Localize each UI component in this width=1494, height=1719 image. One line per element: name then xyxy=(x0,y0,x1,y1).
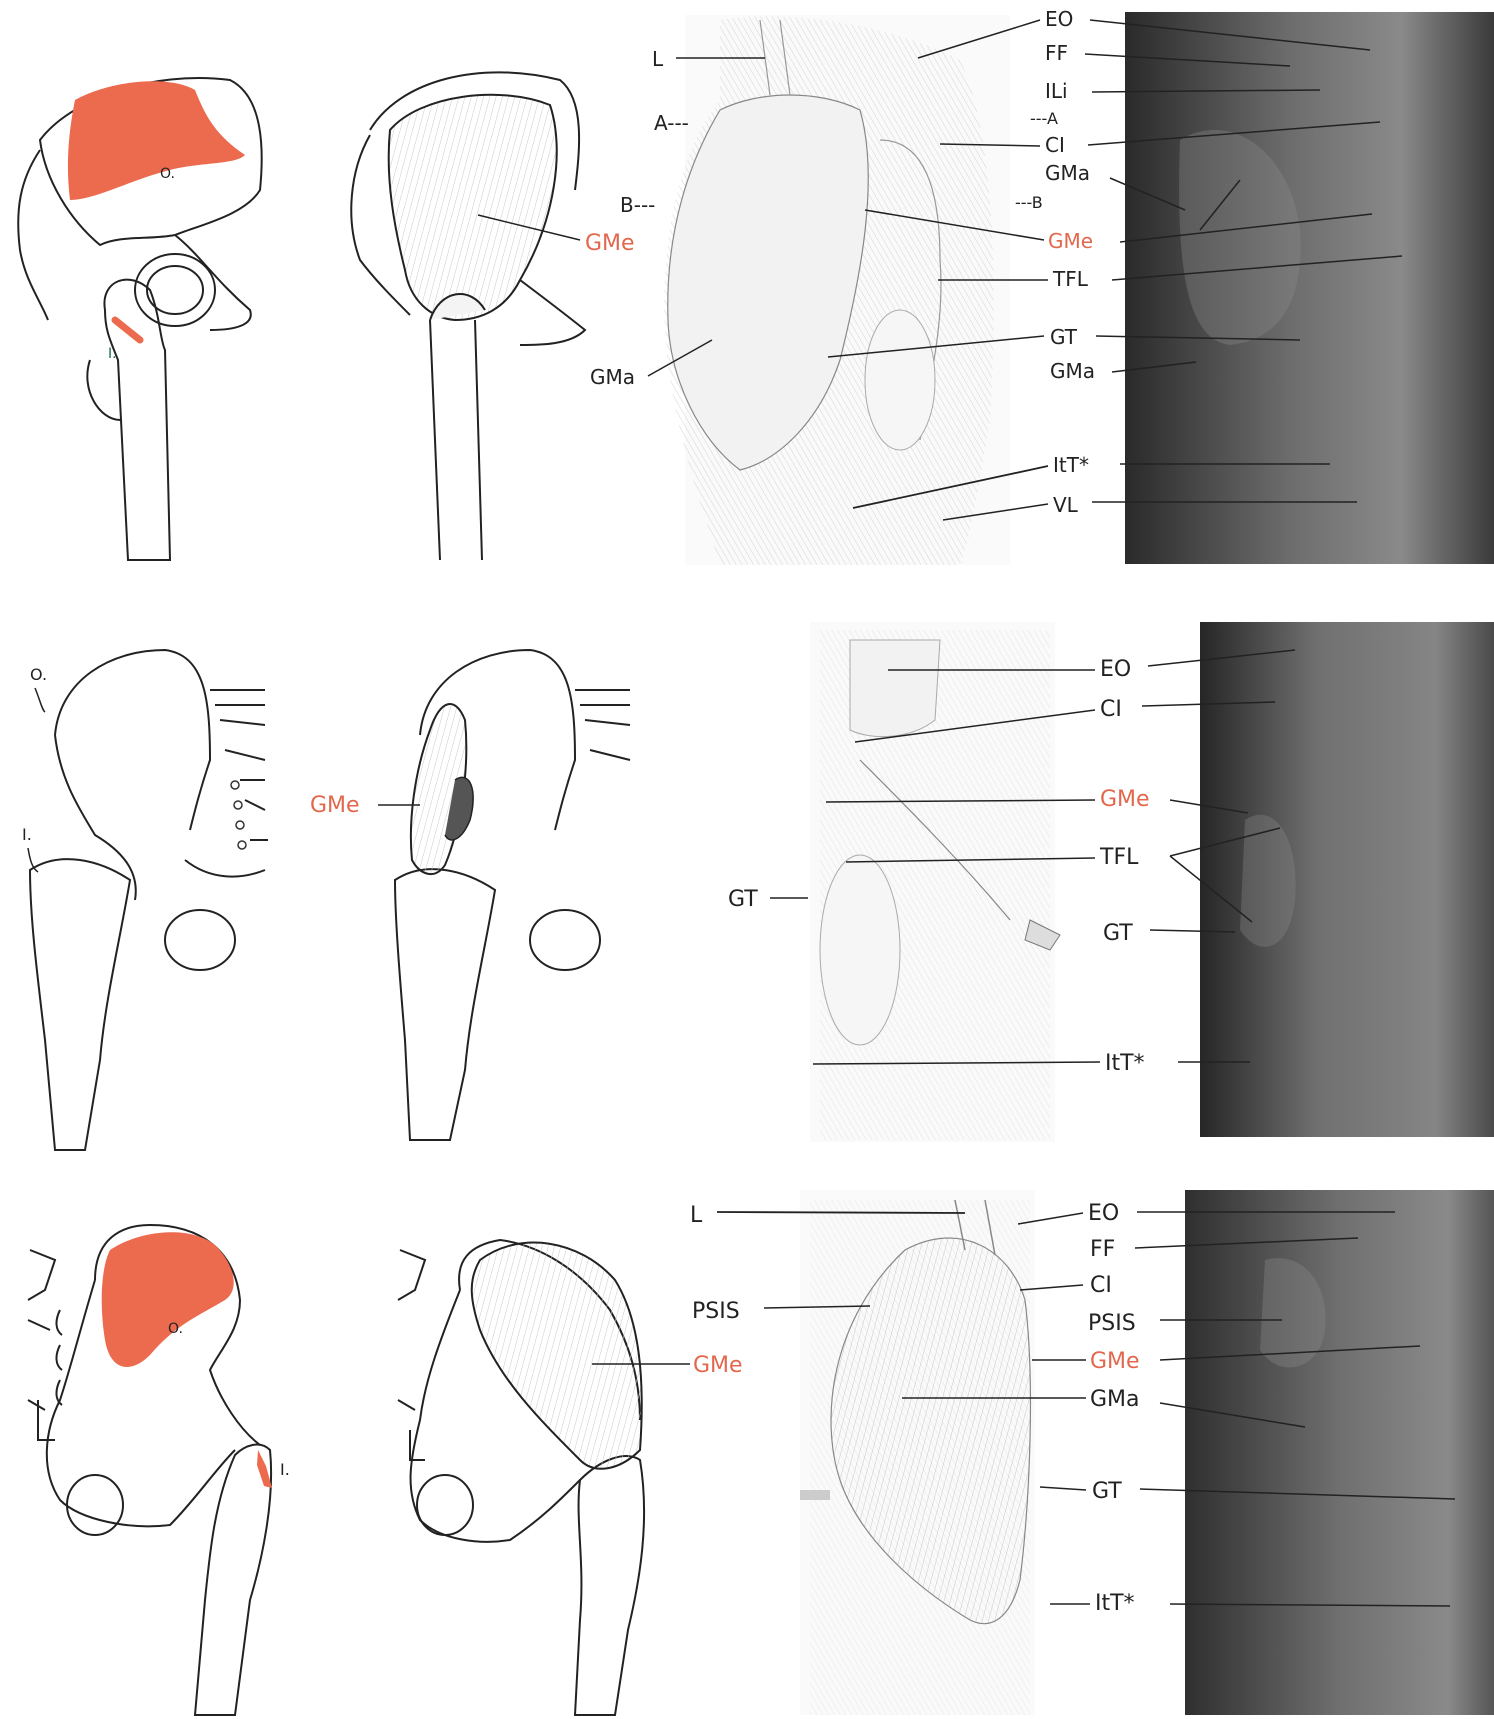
row3-gme-label: GMe xyxy=(693,1353,743,1378)
row1-callout-EO: EO xyxy=(1045,7,1073,31)
row3-origin-marker: O. xyxy=(168,1321,183,1337)
row2-bone-diagram xyxy=(30,650,268,1150)
row1-callout-GMa-bottom: GMa xyxy=(1050,359,1095,383)
row3-gluteus-medius-muscle xyxy=(472,1243,642,1469)
row3-callout-ItT: ItT* xyxy=(1095,1591,1135,1616)
row1-callout-GMa-top: GMa xyxy=(1045,161,1090,185)
row2-label-GT-left: GT xyxy=(728,887,758,912)
row1-callout-FF: FF xyxy=(1045,41,1068,65)
row1-label-L: L xyxy=(652,47,664,71)
row3-insertion-marker: I. xyxy=(280,1460,290,1479)
row1-label-GMa-left: GMa xyxy=(590,365,635,389)
row1-photo xyxy=(1125,12,1494,564)
row3-callout-GT: GT xyxy=(1092,1479,1122,1504)
row1-origin-attachment xyxy=(68,81,245,200)
row2-callout-GT: GT xyxy=(1103,921,1133,946)
row2-callout-ItT: ItT* xyxy=(1105,1051,1145,1076)
row1-callout-VL: VL xyxy=(1053,493,1079,517)
row2-callout-TFL: TFL xyxy=(1099,845,1139,870)
row2-vertebra-dots xyxy=(231,781,246,849)
row1-insertion-attachment xyxy=(115,320,140,340)
row-2: O. I. GMe GT EO xyxy=(22,622,1494,1150)
row2-callout-GMe: GMe xyxy=(1100,787,1150,812)
row1-callout-TFL: TFL xyxy=(1052,267,1089,291)
row3-callout-CI: CI xyxy=(1090,1273,1112,1298)
row-3: O. I. GMe L PSIS EO xyxy=(28,1190,1494,1715)
row1-gme-label: GMe xyxy=(585,231,635,256)
row2-muscle-diagram xyxy=(395,650,630,1140)
row-1: O. I. GMe L A--- B--- xyxy=(18,7,1494,565)
row1-callout-B: ---B xyxy=(1015,193,1043,212)
row3-label-L: L xyxy=(690,1203,703,1228)
row1-callout-A: ---A xyxy=(1030,109,1058,128)
row3-photo xyxy=(1185,1190,1494,1715)
row1-callout-ILi: ILi xyxy=(1045,79,1068,103)
row3-callout-GMa: GMa xyxy=(1090,1387,1140,1412)
row1-callout-CI: CI xyxy=(1045,133,1065,157)
row1-insertion-marker: I. xyxy=(108,346,117,362)
row3-callout-GMe: GMe xyxy=(1090,1349,1140,1374)
row2-insertion-marker: I. xyxy=(22,825,32,844)
row1-callout-ItT: ItT* xyxy=(1053,453,1089,477)
row2-side-labels: GT xyxy=(728,887,808,912)
row3-origin-attachment xyxy=(102,1232,234,1367)
row3-muscle-illustration xyxy=(800,1190,1035,1715)
row2-origin-marker: O. xyxy=(30,665,47,684)
row3-callout-EO: EO xyxy=(1088,1201,1119,1226)
row3-callout-PSIS: PSIS xyxy=(1088,1311,1136,1336)
row2-callout-CI: CI xyxy=(1100,697,1122,722)
row2-gme-label: GMe xyxy=(310,793,360,818)
row1-label-B-left: B--- xyxy=(620,193,655,217)
row1-gluteus-medius-muscle xyxy=(389,95,557,320)
row3-callout-FF: FF xyxy=(1090,1237,1115,1262)
row1-callout-GMe: GMe xyxy=(1048,229,1093,253)
row1-muscle-illustration xyxy=(664,15,1010,565)
row1-callout-GT: GT xyxy=(1050,325,1078,349)
row2-callout-EO: EO xyxy=(1100,657,1131,682)
row1-origin-marker: O. xyxy=(160,166,175,182)
row3-label-PSIS-left: PSIS xyxy=(692,1299,740,1324)
row1-label-A-left: A--- xyxy=(654,111,689,135)
